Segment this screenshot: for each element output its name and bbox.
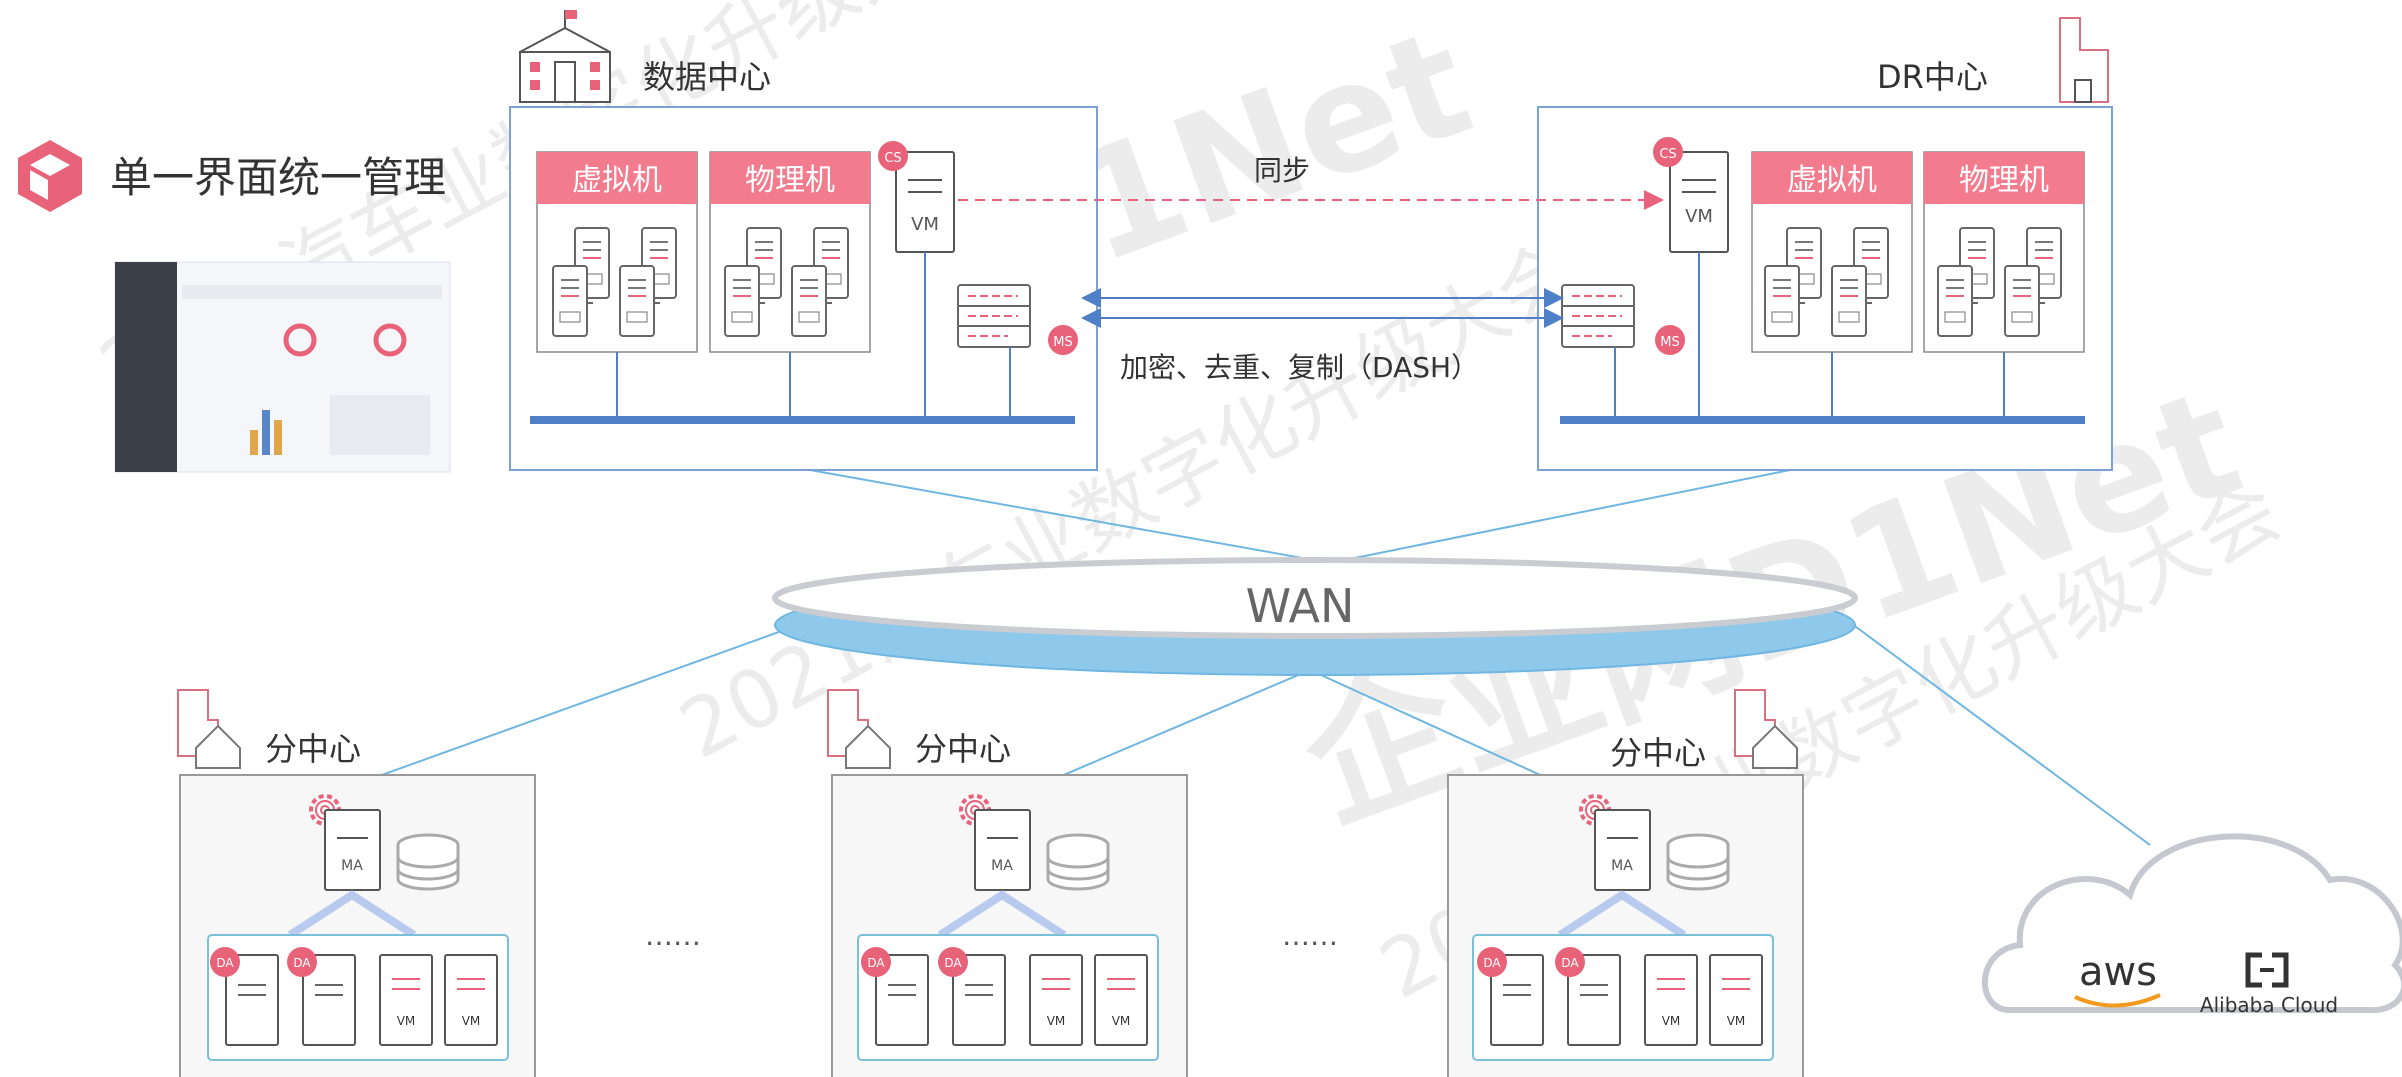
ms-badge — [1048, 325, 1078, 355]
datacenter-panel: 数据中心 虚拟机 物理机 VM CS — [509, 10, 1098, 471]
wan-ring: WAN — [772, 557, 1858, 676]
aws-smile-icon — [2074, 993, 2161, 1008]
svg-text:MS: MS — [1660, 335, 1679, 350]
ellipsis: …… — [1282, 919, 1338, 952]
dr-bus — [1560, 252, 2085, 424]
datacenter-title: 数据中心 — [643, 58, 771, 96]
public-cloud: aws Alibaba Cloud — [1982, 833, 2402, 1017]
branch-1: 分中心 MA DA DA VM VM — [177, 689, 536, 1077]
dr-panel: DR中心 VM CS 虚拟机 物理机 — [1537, 17, 2113, 471]
svg-text:VM: VM — [1047, 1014, 1066, 1028]
virtual-machine-group: 虚拟机 — [536, 151, 698, 353]
ma-label: MA — [991, 858, 1013, 874]
dr-building-icon — [2059, 17, 2109, 103]
dr-physical-machine-group: 物理机 — [1923, 151, 2085, 353]
svg-text:DA: DA — [944, 956, 962, 970]
dashboard-thumbnail — [114, 261, 451, 473]
cs-badge — [1653, 137, 1683, 167]
svg-text:DA: DA — [867, 956, 885, 970]
physical-machine-group: 物理机 — [709, 151, 871, 353]
virtual-machine-label: 虚拟机 — [1787, 163, 1877, 198]
svg-text:VM: VM — [1662, 1014, 1681, 1028]
encrypt-label: 加密、去重、复制（DASH） — [1120, 351, 1479, 384]
building-icon — [519, 10, 611, 103]
svg-text:VM: VM — [1112, 1014, 1131, 1028]
replication-link: 加密、去重、复制（DASH） — [1081, 288, 1564, 384]
wan-label: WAN — [1246, 579, 1355, 633]
sync-label: 同步 — [1254, 154, 1310, 187]
branch-title: 分中心 — [265, 730, 361, 768]
headline: 单一界面统一管理 — [18, 140, 446, 212]
aws-logo: aws — [2079, 949, 2157, 995]
svg-text:VM: VM — [397, 1014, 416, 1028]
svg-text:DA: DA — [1483, 956, 1501, 970]
datacenter-bus — [530, 252, 1075, 424]
cube-icon — [18, 140, 82, 212]
virtual-machine-label: 虚拟机 — [572, 163, 662, 198]
svg-text:DA: DA — [293, 956, 311, 970]
branch-3: 分中心 MA DA DA VM VM — [1447, 689, 1804, 1077]
sync-link: 同步 — [958, 154, 1664, 210]
physical-machine-label: 物理机 — [745, 163, 835, 198]
vm-label: VM — [911, 214, 939, 235]
alibaba-cloud-label: Alibaba Cloud — [2200, 993, 2338, 1017]
wan-links — [339, 469, 2151, 846]
dr-virtual-machine-group: 虚拟机 — [1751, 151, 1913, 353]
ma-label: MA — [341, 858, 363, 874]
dr-media-server: MS — [1561, 284, 1685, 355]
branch-title: 分中心 — [915, 730, 1011, 768]
branch-title: 分中心 — [1610, 734, 1706, 772]
svg-text:VM: VM — [462, 1014, 481, 1028]
svg-text:CS: CS — [884, 151, 901, 166]
branch-2: 分中心 MA DA DA VM VM — [827, 689, 1188, 1077]
ma-label: MA — [1611, 858, 1633, 874]
svg-text:VM: VM — [1727, 1014, 1746, 1028]
svg-text:DA: DA — [1561, 956, 1579, 970]
commserve-server: VM CS — [878, 141, 955, 253]
svg-text:CS: CS — [1659, 147, 1676, 162]
dr-commserve-server: VM CS — [1653, 137, 1729, 253]
svg-text:DA: DA — [216, 956, 234, 970]
svg-text:MS: MS — [1053, 335, 1072, 350]
ellipsis: …… — [645, 919, 701, 952]
cs-badge — [878, 141, 908, 171]
headline-text: 单一界面统一管理 — [110, 153, 446, 202]
alibaba-cloud-icon — [2245, 952, 2289, 988]
dr-title: DR中心 — [1877, 58, 1988, 96]
physical-machine-label: 物理机 — [1959, 163, 2049, 198]
ms-badge — [1655, 325, 1685, 355]
media-server: MS — [957, 284, 1078, 355]
vm-label: VM — [1685, 206, 1713, 227]
